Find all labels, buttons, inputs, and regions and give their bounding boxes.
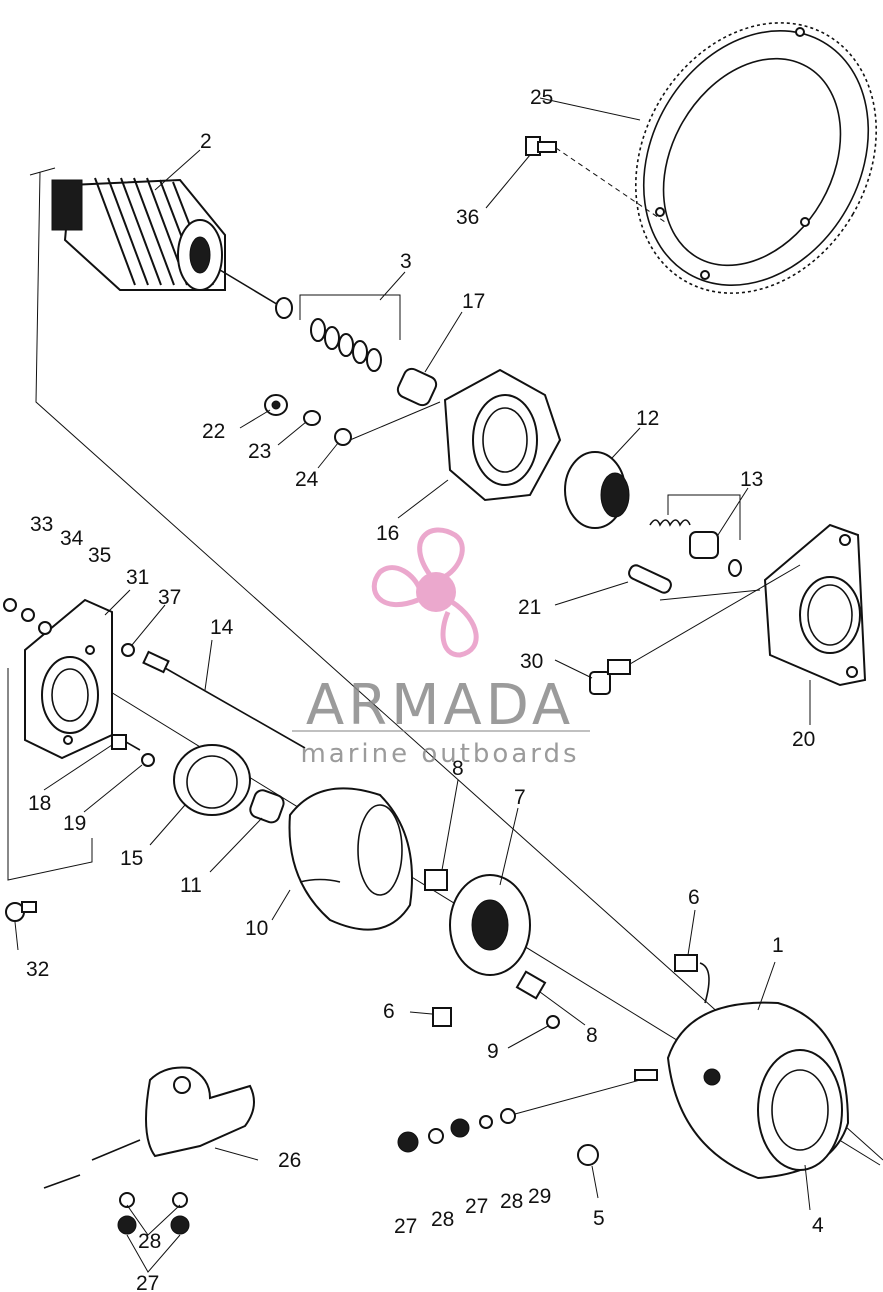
callout-30: 30 — [520, 650, 543, 673]
callout-13: 13 — [740, 468, 763, 491]
callout-31: 31 — [126, 566, 149, 589]
callout-37: 37 — [158, 586, 181, 609]
callout-26: 26 — [278, 1149, 301, 1172]
pinion-part-12 — [564, 451, 630, 529]
callout-14: 14 — [210, 616, 234, 639]
callout-10: 10 — [245, 917, 268, 940]
callout-2: 2 — [200, 130, 212, 153]
callout-17: 17 — [462, 290, 485, 313]
callout-34: 34 — [60, 527, 84, 550]
rear-bracket-part-20 — [763, 523, 867, 687]
callout-1: 1 — [772, 934, 784, 957]
callout-16: 16 — [376, 522, 399, 545]
callout-6-top: 6 — [688, 886, 700, 909]
bushing-part-17 — [396, 367, 438, 407]
end-frame-part-1-4 — [634, 1001, 850, 1180]
callout-23: 23 — [248, 440, 271, 463]
callout-8-top: 8 — [452, 757, 464, 780]
callout-19: 19 — [63, 812, 86, 835]
callout-28-c: 28 — [138, 1230, 161, 1253]
callout-27-a: 27 — [394, 1215, 417, 1238]
shaft-part-21 — [628, 564, 761, 601]
callout-20: 20 — [792, 728, 815, 751]
callout-27-b: 27 — [465, 1195, 488, 1218]
callout-11: 11 — [180, 874, 202, 897]
through-bolt-part-14 — [142, 650, 306, 749]
callout-3: 3 — [400, 250, 412, 273]
callout-28-b: 28 — [500, 1190, 523, 1213]
callout-21: 21 — [518, 596, 541, 619]
front-bracket-part-16 — [443, 368, 562, 502]
nuts-washers-part-27-28-29 — [397, 1079, 641, 1166]
screw-cover-bushing-parts — [111, 734, 285, 824]
callout-35: 35 — [88, 544, 111, 567]
bolt-part-36 — [525, 136, 666, 223]
callout-33: 33 — [30, 513, 53, 536]
callout-27-c: 27 — [136, 1272, 159, 1292]
yoke-part-10 — [288, 787, 413, 931]
callout-36: 36 — [456, 206, 479, 229]
washers-part-22-23-24 — [264, 394, 441, 446]
callout-22: 22 — [202, 420, 225, 443]
callout-29: 29 — [528, 1185, 551, 1208]
callout-5: 5 — [593, 1207, 605, 1230]
brushes-part-6-8-9 — [432, 954, 710, 1029]
leader-lines — [14, 97, 811, 1273]
callout-9: 9 — [487, 1040, 499, 1063]
callout-28-a: 28 — [431, 1208, 454, 1231]
spring-collar-part-13 — [649, 494, 742, 577]
armature-part-2 — [51, 177, 293, 319]
callout-24: 24 — [295, 468, 319, 491]
callout-15: 15 — [120, 847, 143, 870]
callout-labels: 1 2 3 4 5 6 6 7 8 8 9 10 11 12 13 14 15 … — [26, 86, 824, 1292]
callout-25: 25 — [530, 86, 553, 109]
callout-32: 32 — [26, 958, 49, 981]
watermark-logo — [371, 527, 479, 658]
brush-holder-part-7 — [424, 869, 531, 976]
callout-7: 7 — [514, 786, 526, 809]
bolt-part-32 — [5, 901, 37, 922]
watermark-tagline: marine outboards — [300, 739, 579, 769]
ring-gear-part-25 — [634, 22, 878, 294]
callout-8-bottom: 8 — [586, 1024, 598, 1047]
solenoid-part-26 — [43, 1066, 255, 1235]
callout-18: 18 — [28, 792, 51, 815]
callout-6-left: 6 — [383, 1000, 395, 1023]
mount-plate-part-31 — [3, 598, 135, 760]
watermark-brand: ARMADA — [306, 673, 574, 738]
callout-4: 4 — [812, 1214, 824, 1237]
callout-12: 12 — [636, 407, 659, 430]
shim-set-part-3 — [299, 294, 401, 372]
bolt-part-30 — [589, 564, 801, 695]
